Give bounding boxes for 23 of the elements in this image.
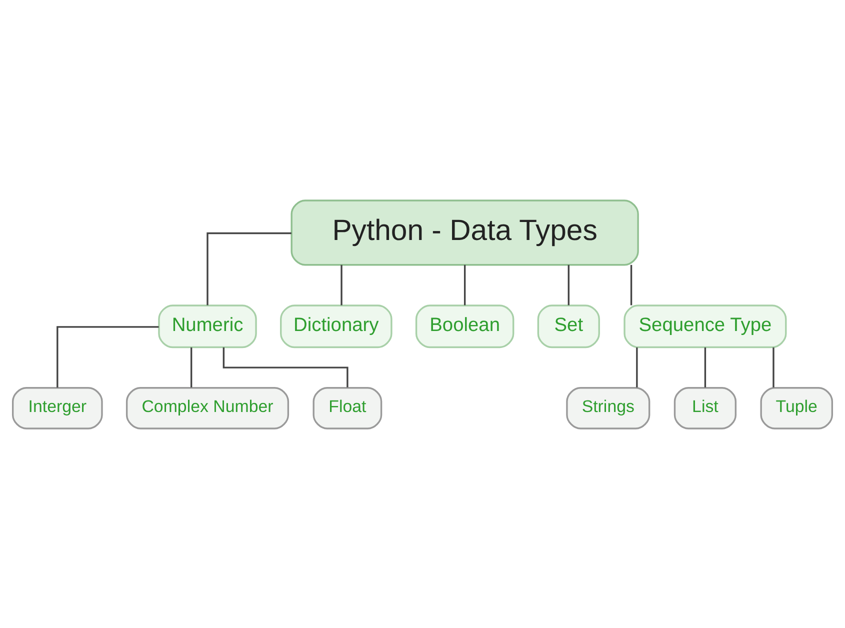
node-box: Strings [566,386,650,429]
node-box: Boolean [415,304,514,348]
connector [630,264,632,305]
node-box: Numeric [158,304,257,348]
connector [222,346,348,387]
node-box: Sequence Type [624,304,787,348]
node-box: List [674,386,737,429]
connector [190,346,192,387]
node-box: Float [312,386,382,429]
node-box: Set [537,304,600,348]
connector [568,264,570,305]
node-box: Python - Data Types [290,199,639,266]
node-box: Tuple [760,386,834,429]
connector [636,346,638,387]
connector [704,346,706,387]
connector [206,232,292,305]
connector [772,346,774,387]
node-box: Dictionary [280,304,392,348]
connector [56,326,159,388]
node-box: Complex Number [126,386,290,429]
node-box: Interger [12,386,103,429]
connector [464,264,466,305]
connector [340,264,342,305]
